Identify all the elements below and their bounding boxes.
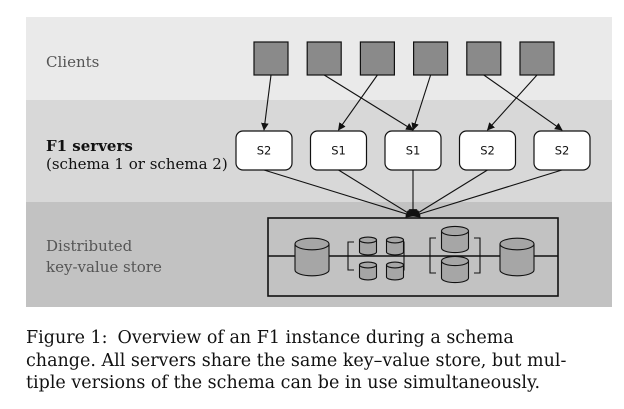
client-box	[359, 41, 395, 76]
storage-cylinder-icon	[440, 225, 470, 254]
client-box	[253, 41, 289, 76]
server-schema-label: S2	[480, 144, 495, 158]
server-box	[235, 130, 293, 171]
server-box	[309, 130, 368, 171]
figure-caption: Figure 1: Overview of an F1 instance duri…	[26, 327, 622, 395]
servers-label: F1 servers	[46, 137, 133, 155]
clients-label: Clients	[46, 53, 99, 71]
storage-cylinder-icon	[385, 236, 405, 256]
storage-label-line1: Distributed	[46, 237, 133, 255]
f1-server: S2	[458, 130, 517, 171]
server-boxes: S2 S1 S1 S2 S2	[235, 130, 591, 171]
client-to-server-arrow	[338, 74, 378, 131]
client-to-server-arrow	[323, 74, 414, 131]
f1-server: S2	[533, 130, 591, 171]
storage-cylinder-icon	[385, 261, 405, 281]
server-schema-label: S1	[406, 144, 421, 158]
caption-line-1: Figure 1: Overview of an F1 instance duri…	[26, 327, 622, 350]
server-schema-label: S2	[257, 144, 272, 158]
client-box	[466, 41, 502, 76]
f1-server: S1	[309, 130, 368, 171]
server-schema-label: S2	[555, 144, 570, 158]
storage-cylinders	[294, 225, 535, 284]
server-to-store-arrow	[263, 169, 414, 218]
server-schema-label: S1	[331, 144, 346, 158]
server-box	[533, 130, 591, 171]
f1-architecture-diagram: Clients F1 servers (schema 1 or schema 2…	[26, 17, 612, 307]
client-box	[519, 41, 555, 76]
storage-label-line2: key-value store	[46, 258, 162, 276]
server-to-store-arrow	[412, 169, 563, 218]
caption-line-1-text: Overview of an F1 instance during a sche…	[117, 328, 514, 348]
caption-line-3: tiple versions of the schema can be in u…	[26, 373, 541, 393]
client-to-server-arrow	[486, 74, 538, 131]
storage-container	[267, 217, 559, 297]
storage-cylinder-icon	[499, 237, 535, 277]
f1-server: S2	[235, 130, 293, 171]
servers-sublabel: (schema 1 or schema 2)	[46, 155, 228, 173]
client-to-server-arrow	[261, 74, 272, 131]
client-boxes	[253, 41, 555, 76]
storage-cylinder-icon	[440, 255, 470, 284]
f1-server: S1	[384, 130, 442, 171]
client-to-server-arrow	[483, 74, 563, 131]
server-box	[458, 130, 517, 171]
caption-figure-label: Figure 1:	[26, 328, 108, 348]
server-to-store-arrow	[412, 169, 488, 217]
storage-cylinder-icon	[294, 237, 330, 277]
key-value-store	[267, 217, 559, 297]
client-to-server-arrow	[411, 74, 432, 131]
client-box	[306, 41, 342, 76]
storage-cylinder-icon	[358, 236, 378, 256]
replica-bracket	[429, 237, 481, 274]
server-box	[384, 130, 442, 171]
server-to-store-arrow	[338, 169, 414, 217]
caption-line-2: change. All servers share the same key–v…	[26, 350, 567, 371]
client-box	[413, 41, 449, 76]
storage-cylinder-icon	[358, 261, 378, 281]
connection-arrows	[261, 74, 563, 218]
